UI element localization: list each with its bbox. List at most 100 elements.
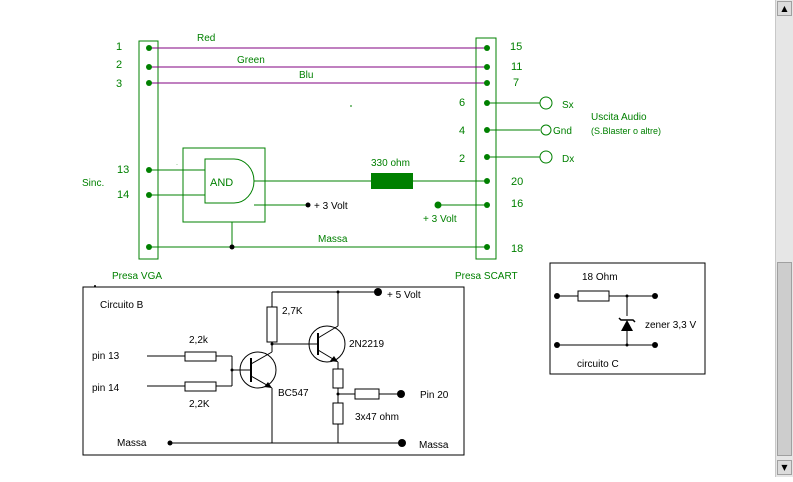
circuit-b-re: 3x47 ohm (355, 412, 399, 423)
circuit-b-in1: pin 13 (92, 351, 120, 362)
scart-pin-18: 18 (511, 243, 523, 255)
transistor-2n2219 (308, 325, 346, 363)
vga-pin-13: 13 (117, 164, 129, 176)
scroll-down-button[interactable]: ▼ (777, 460, 792, 475)
scart-pin-dot (484, 127, 490, 133)
sync-wiring (149, 147, 266, 223)
scart-pin-7: 7 (513, 77, 519, 89)
2n2219-arrow (330, 356, 338, 362)
scart-pin-dot (484, 244, 490, 250)
vga-pin-2: 2 (116, 59, 122, 71)
vga-pin-dot (146, 167, 152, 173)
schematic: 1 2 3 13 14 Sinc. Red Green Blu 15 11 7 … (82, 33, 706, 456)
node (167, 440, 173, 446)
scart-pin-6: 6 (459, 97, 465, 109)
pin16-supply-label: + 3 Volt (423, 214, 457, 225)
circuit-b-r1: 2,2k (189, 335, 209, 346)
resistor-r1 (184, 351, 217, 362)
node (625, 343, 629, 347)
circuit-b-r2: 2,2K (189, 399, 210, 410)
vga-connector (138, 40, 159, 260)
and-gate-symbol (204, 158, 255, 204)
sync-label: Sinc. (82, 178, 104, 189)
scart-pin-20: 20 (511, 176, 523, 188)
audio-outputs (487, 96, 553, 164)
node (625, 294, 629, 298)
resistor-18ohm (577, 290, 610, 302)
scroll-up-button[interactable]: ▲ (777, 1, 792, 16)
node (652, 342, 658, 348)
zener-diode (618, 317, 636, 331)
scart-pin-dot (484, 154, 490, 160)
vga-pin-3: 3 (116, 78, 122, 90)
and-supply-label: + 3 Volt (314, 201, 348, 212)
rgb-bus (149, 47, 487, 84)
vertical-scrollbar[interactable]: ▲ ▼ (775, 0, 793, 477)
and-supply-node (305, 202, 311, 208)
transistor-bc547 (239, 351, 277, 389)
ground-label: Massa (318, 234, 348, 245)
circuit-c-zener-label: zener 3,3 V (645, 320, 696, 331)
resistor-re-top (332, 368, 344, 389)
vga-pin-dot (146, 64, 152, 70)
scart-pin-dot (484, 45, 490, 51)
supply-terminal (374, 288, 382, 296)
vga-pin-dot (146, 45, 152, 51)
circuit-b-ground-right: Massa (419, 440, 449, 451)
resistor-re-out (354, 388, 380, 400)
scart-pin-dot (484, 202, 490, 208)
audio-right-label: Dx (562, 154, 574, 165)
circuit-b-in2: pin 14 (92, 383, 120, 394)
circuit-c-resistor-label: 18 Ohm (582, 272, 618, 283)
blue-label: Blu (299, 70, 313, 81)
vga-connector-label: Presa VGA (112, 271, 162, 282)
circuit-b-q2: 2N2219 (349, 339, 384, 350)
scart-pin-dot (484, 178, 490, 184)
vga-pin-1: 1 (116, 41, 122, 53)
scart-pin-16: 16 (511, 198, 523, 210)
scart-pin-dot (484, 80, 490, 86)
resistor-re-bottom (332, 402, 344, 425)
resistor-rc (266, 306, 278, 343)
audio-title: Uscita Audio (591, 112, 647, 123)
resistor-r2 (184, 381, 217, 392)
node (652, 293, 658, 299)
node (230, 368, 234, 372)
circuit-b-ground-left: Massa (117, 438, 147, 449)
audio-left-label: Sx (562, 100, 574, 111)
node (270, 342, 274, 346)
scart-connector (475, 37, 497, 260)
scart-connector-label: Presa SCART (455, 271, 518, 282)
pin20-terminal (397, 390, 405, 398)
circuit-b-panel (82, 286, 465, 456)
vga-pin-dot (146, 244, 152, 250)
node (336, 392, 340, 396)
circuit-b-title: Circuito B (100, 300, 144, 311)
bc547-arrow (264, 382, 272, 388)
vga-pin-dot (146, 192, 152, 198)
scart-pin-dot (484, 64, 490, 70)
ground-terminal (398, 439, 406, 447)
pin16-supply-node (434, 201, 442, 209)
resistor-330-label: 330 ohm (371, 158, 410, 169)
and-gate-label: AND (210, 177, 233, 189)
node (554, 293, 560, 299)
green-label: Green (237, 55, 265, 66)
scroll-thumb[interactable] (777, 262, 792, 456)
scart-pin-dot (484, 100, 490, 106)
ground-node (229, 244, 235, 250)
circuit-c-panel (549, 262, 706, 375)
circuit-b-q1: BC547 (278, 388, 309, 399)
scart-pin-15: 15 (510, 41, 522, 53)
audio-subtitle: (S.Blaster o altre) (591, 126, 661, 136)
scart-pin-11: 11 (511, 61, 522, 73)
resistor-330 (371, 173, 413, 189)
circuit-b-rc: 2,7K (282, 306, 303, 317)
audio-gnd-label: Gnd (553, 126, 572, 137)
circuit-c-title: circuito C (577, 359, 619, 370)
circuit-b-supply: + 5 Volt (387, 290, 421, 301)
vga-pin-dot (146, 80, 152, 86)
red-label: Red (197, 33, 215, 44)
scart-pin-2: 2 (459, 153, 465, 165)
vga-pin-14: 14 (117, 189, 129, 201)
